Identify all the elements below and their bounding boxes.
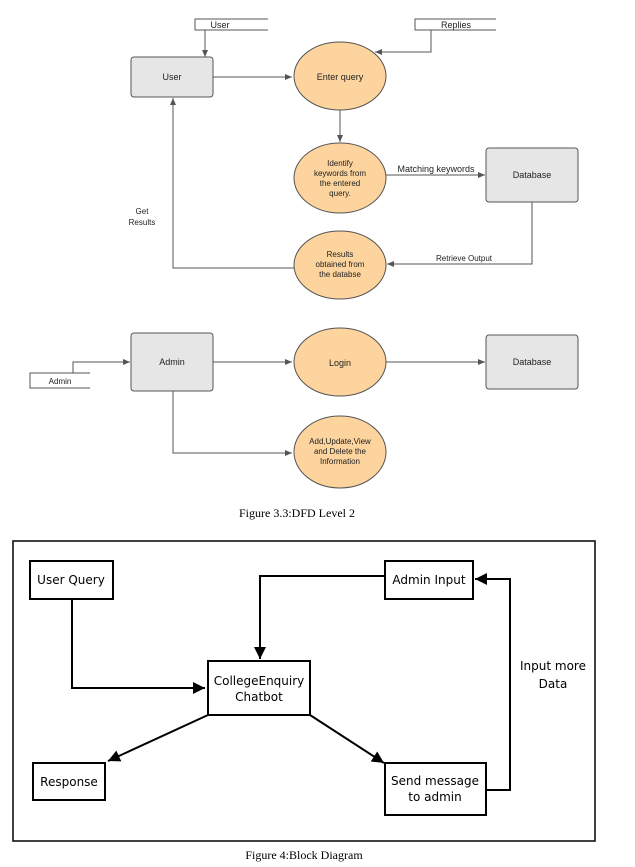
results-line-1: Results (327, 250, 354, 259)
flow-label-results: Results (129, 218, 156, 227)
identify-line-3: the entered (320, 179, 360, 188)
figure-caption-block: Figure 4:Block Diagram (245, 848, 363, 862)
entity-database-2-label: Database (513, 357, 552, 367)
external-replies: Replies (414, 18, 496, 31)
flow-label-data: Data (539, 677, 568, 691)
process-identify-keywords: Identify keywords from the entered query… (293, 142, 387, 214)
flow-results-to-user (170, 98, 294, 269)
external-user-label: User (210, 20, 229, 30)
flow-label-retrieve-output: Retrieve Output (436, 254, 493, 263)
flow-admin-external-to-entity (72, 359, 130, 373)
arrow-send-message-to-admin-input (475, 573, 511, 791)
chatbot-line-1: CollegeEnquiry (214, 674, 305, 688)
flow-admin-to-manage (172, 391, 292, 456)
block-admin-input: Admin Input (384, 560, 474, 600)
flow-label-input-more: Input more (520, 659, 586, 673)
entity-user: User (130, 56, 214, 98)
block-response-label: Response (40, 775, 98, 789)
block-diagram-frame (12, 540, 596, 842)
external-admin-label: Admin (49, 377, 72, 386)
flow-replies-to-query (375, 30, 432, 55)
flow-database-to-results (387, 202, 533, 267)
arrow-user-query-to-chatbot (71, 599, 205, 694)
flow-label-get: Get (136, 207, 150, 216)
block-response: Response (32, 762, 106, 801)
send-message-line-2: to admin (408, 790, 461, 804)
dfd-level-2: User Replies User Enter query Identify k… (29, 18, 579, 520)
external-admin: Admin (29, 372, 90, 389)
results-line-3: the databse (319, 270, 361, 279)
arrow-admin-input-to-chatbot (254, 575, 385, 659)
block-user-query: User Query (29, 560, 114, 600)
block-send-message: Send message to admin (384, 762, 487, 816)
identify-line-4: query. (329, 189, 351, 198)
send-message-line-1: Send message (391, 774, 479, 788)
block-admin-input-label: Admin Input (392, 573, 465, 587)
figure-caption-dfd: Figure 3.3:DFD Level 2 (239, 506, 355, 520)
arrow-chatbot-to-send-message (309, 714, 385, 764)
external-replies-label: Replies (441, 20, 472, 30)
entity-database-1-label: Database (513, 170, 552, 180)
chatbot-line-2: Chatbot (235, 690, 283, 704)
flow-label-matching-keywords: Matching keywords (397, 164, 475, 174)
manage-line-1: Add,Update,View (309, 437, 371, 446)
entity-admin: Admin (130, 332, 214, 392)
results-line-2: obtained from (316, 260, 365, 269)
manage-line-3: Information (320, 457, 360, 466)
process-manage-information: Add,Update,View and Delete the Informati… (293, 415, 387, 489)
process-enter-query: Enter query (293, 41, 387, 111)
block-user-query-label: User Query (37, 573, 105, 587)
identify-line-1: Identify (327, 159, 353, 168)
arrow-chatbot-to-response (107, 714, 209, 762)
process-login-label: Login (329, 358, 351, 368)
process-results: Results obtained from the databse (293, 230, 387, 300)
entity-user-label: User (162, 72, 181, 82)
identify-line-2: keywords from (314, 169, 366, 178)
entity-database-1: Database (485, 147, 579, 203)
external-user: User (194, 18, 268, 31)
manage-line-2: and Delete the (314, 447, 367, 456)
entity-database-2: Database (485, 334, 579, 390)
entity-admin-label: Admin (159, 357, 185, 367)
block-diagram: User Query Admin Input CollegeEnquiry Ch… (12, 540, 596, 842)
process-enter-query-label: Enter query (317, 72, 364, 82)
process-login: Login (293, 327, 387, 397)
block-chatbot: CollegeEnquiry Chatbot (207, 660, 311, 716)
